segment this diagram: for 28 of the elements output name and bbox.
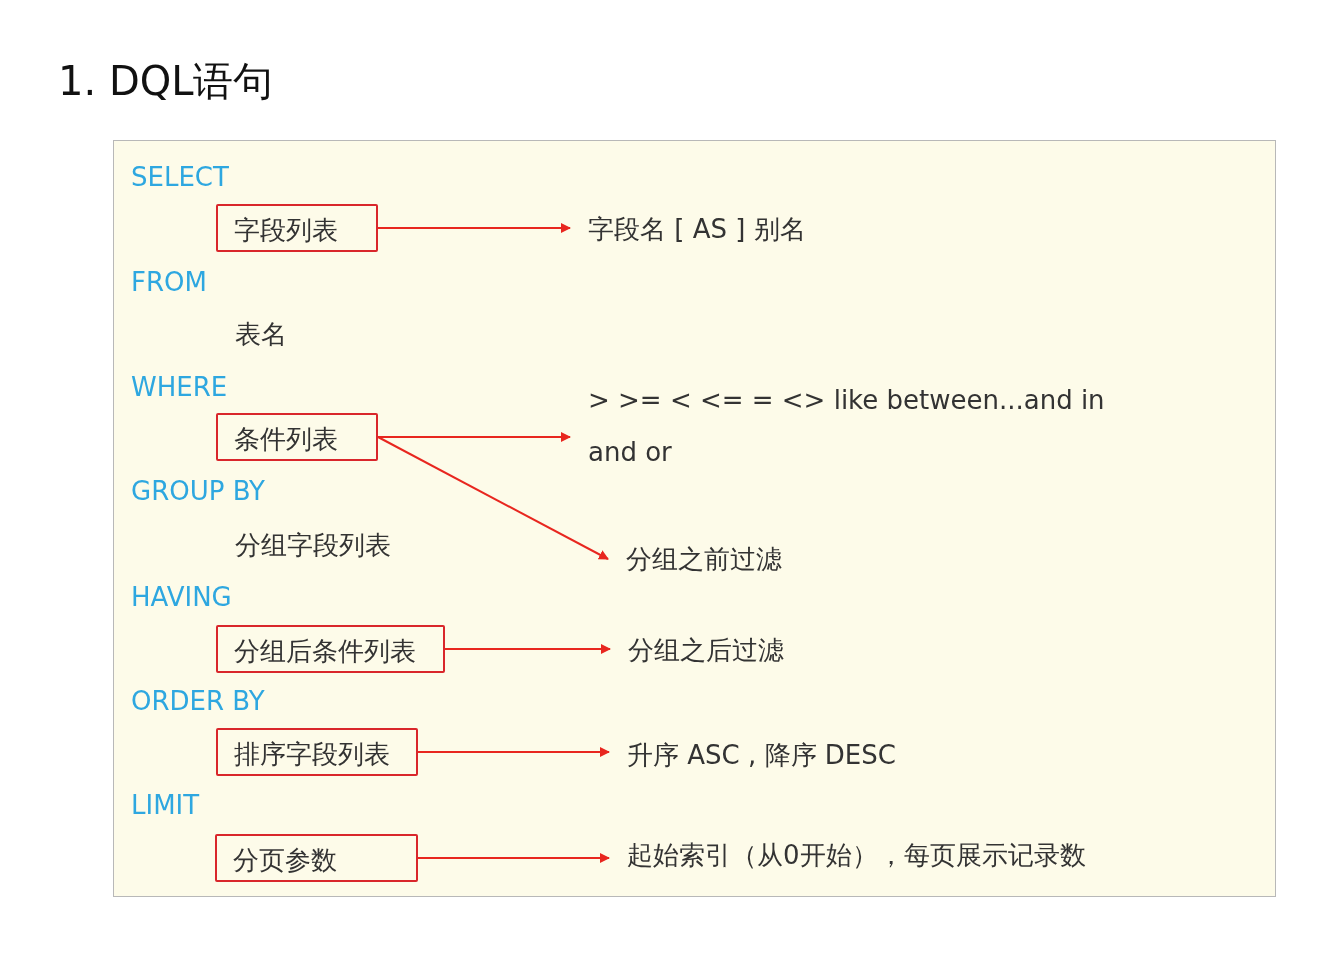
sql-keyword: ORDER BY bbox=[131, 685, 265, 717]
arrow bbox=[444, 644, 611, 654]
syntax-box: 分页参数 bbox=[215, 834, 418, 882]
description-text: 起始索引（从0开始），每页展示记录数 bbox=[609, 839, 1086, 871]
sql-keyword: GROUP BY bbox=[131, 475, 265, 507]
arrow bbox=[377, 432, 571, 442]
sql-keyword: LIMIT bbox=[131, 789, 200, 821]
description-text: 字段名 [ AS ] 别名 bbox=[570, 213, 806, 245]
arrow bbox=[377, 223, 571, 233]
operator-text: > >= < <= = <> like between...and in bbox=[588, 384, 1105, 416]
syntax-box: 排序字段列表 bbox=[216, 728, 418, 776]
sql-keyword: FROM bbox=[131, 266, 207, 298]
arrow bbox=[417, 747, 610, 757]
sql-keyword: WHERE bbox=[131, 371, 228, 403]
title: 1. DQL语句 bbox=[58, 57, 274, 106]
description-text: 分组之前过滤 bbox=[608, 543, 782, 575]
syntax-box: 字段列表 bbox=[216, 204, 378, 252]
arrow bbox=[377, 436, 609, 560]
description-text: 分组之后过滤 bbox=[610, 634, 784, 666]
syntax-box: 分组后条件列表 bbox=[216, 625, 445, 673]
arrow bbox=[417, 853, 610, 863]
sql-keyword: HAVING bbox=[131, 581, 232, 613]
clause-text: 表名 bbox=[235, 318, 287, 350]
description-text: 升序 ASC , 降序 DESC bbox=[609, 739, 896, 771]
operator-text: and or bbox=[588, 436, 673, 468]
sql-keyword: SELECT bbox=[131, 161, 229, 193]
clause-text: 分组字段列表 bbox=[235, 529, 391, 561]
syntax-box: 条件列表 bbox=[216, 413, 378, 461]
